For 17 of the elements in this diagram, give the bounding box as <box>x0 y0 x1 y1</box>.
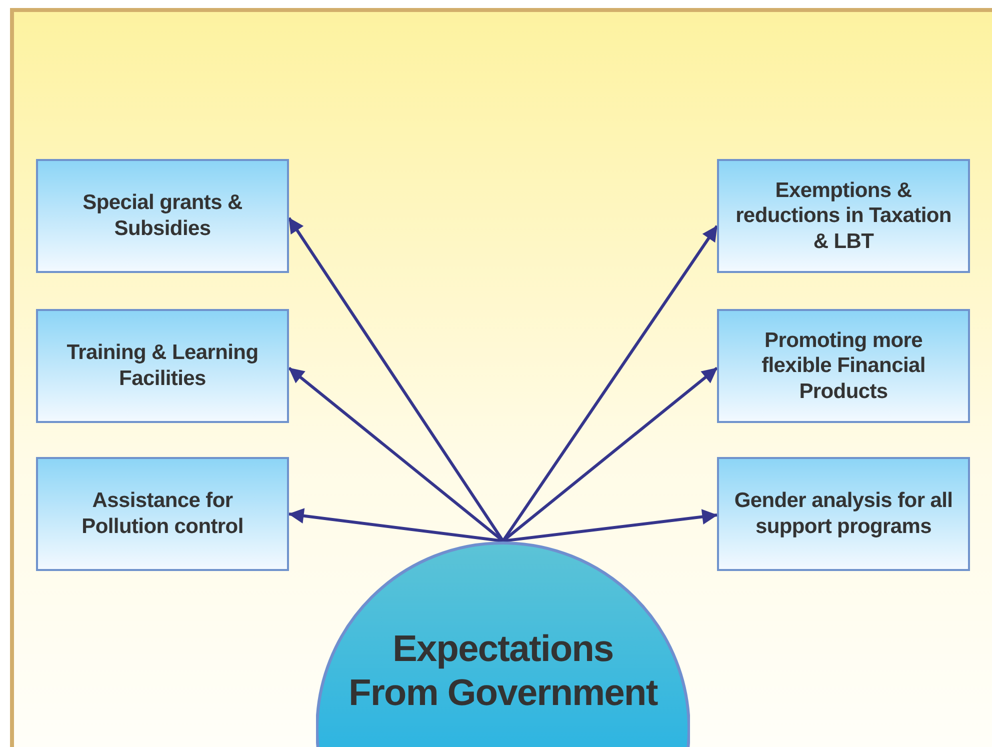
topic-box <box>717 309 970 423</box>
topic-text: Exemptions & reductions in Taxation & LBT <box>734 178 952 254</box>
arrow <box>288 508 504 542</box>
topic-box <box>717 457 970 571</box>
topic-box <box>36 309 289 423</box>
topic-text: Promoting more flexible Financial Products <box>760 328 926 404</box>
arrow <box>502 509 718 542</box>
dome-title: Expectations From Government <box>348 627 658 716</box>
arrow <box>502 225 718 542</box>
topic-box <box>717 159 970 273</box>
topic-text: Special grants & Subsidies <box>82 190 244 242</box>
topic-text: Training & Learning Facilities <box>66 340 260 392</box>
dome-shape <box>316 541 690 747</box>
topic-text: Gender analysis for all support programs <box>733 488 954 540</box>
topic-box <box>36 159 289 273</box>
topic-box <box>36 457 289 571</box>
topic-text: Assistance for Pollution control <box>80 488 244 540</box>
